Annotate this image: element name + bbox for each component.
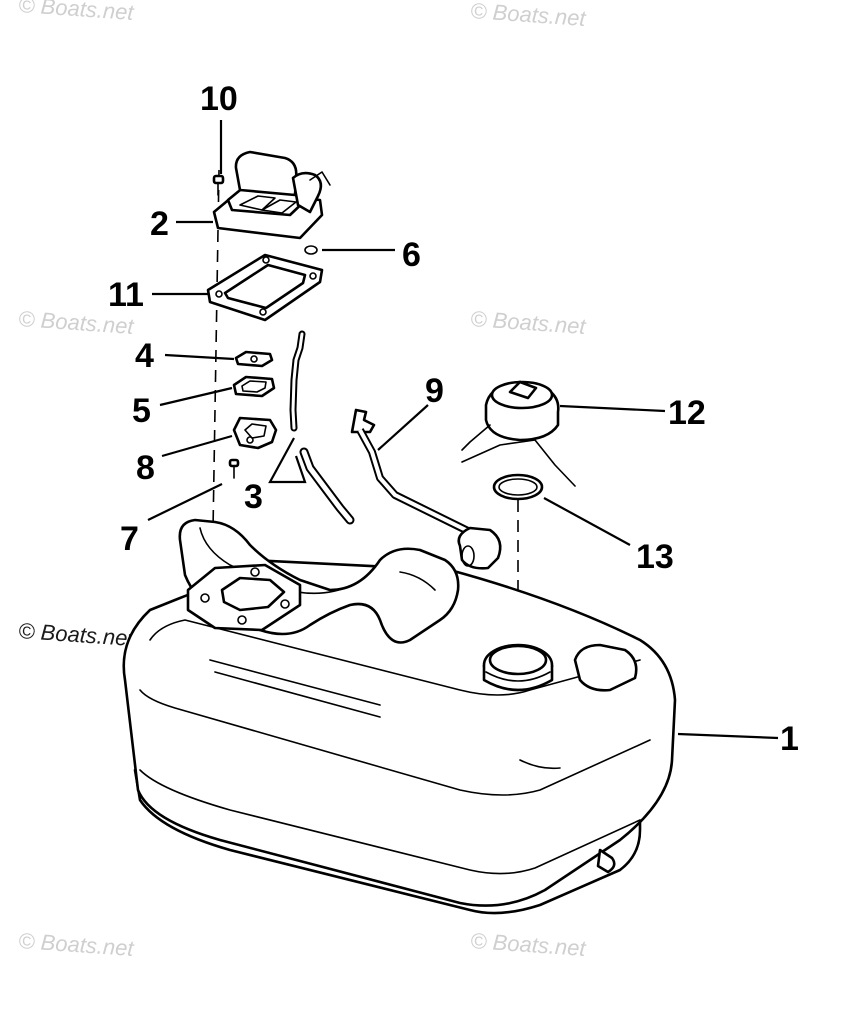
callout-3: 3 — [244, 478, 263, 516]
callout-8: 8 — [136, 449, 155, 487]
part-3-hose — [289, 330, 355, 525]
callout-4: 4 — [135, 337, 154, 375]
callout-13: 13 — [636, 538, 674, 576]
watermark: © Boats.net — [18, 618, 136, 651]
fuel-tank — [122, 518, 677, 915]
callout-12: 12 — [668, 394, 706, 432]
callout-labels: 10 2 6 11 4 5 8 3 7 9 12 13 1 — [108, 80, 799, 758]
part-5-plate — [232, 375, 276, 398]
watermark: © Boats.net — [18, 0, 136, 25]
part-13-o-ring — [492, 473, 544, 501]
leader-lines — [147, 120, 779, 740]
part-4-seal — [234, 350, 274, 368]
callout-1: 1 — [780, 720, 799, 758]
part-9-gauge-float — [350, 408, 502, 570]
part-7-screw — [228, 458, 240, 479]
part-6-o-ring — [304, 245, 318, 255]
watermark: © Boats.net — [18, 928, 136, 961]
part-10-screw — [212, 174, 225, 196]
part-2-connector-housing — [212, 150, 331, 240]
callout-10: 10 — [200, 80, 238, 118]
part-8-valve — [232, 416, 278, 450]
part-12-filler-cap — [461, 380, 576, 487]
callout-9: 9 — [425, 372, 444, 410]
callout-6: 6 — [402, 236, 421, 274]
callout-5: 5 — [132, 392, 151, 430]
watermark: © Boats.net — [470, 306, 588, 339]
callout-11: 11 — [108, 276, 144, 314]
watermark: © Boats.net — [470, 928, 588, 961]
callout-2: 2 — [150, 205, 169, 243]
watermark: © Boats.net — [470, 0, 588, 31]
callout-7: 7 — [120, 520, 139, 558]
part-11-gasket — [206, 253, 324, 322]
